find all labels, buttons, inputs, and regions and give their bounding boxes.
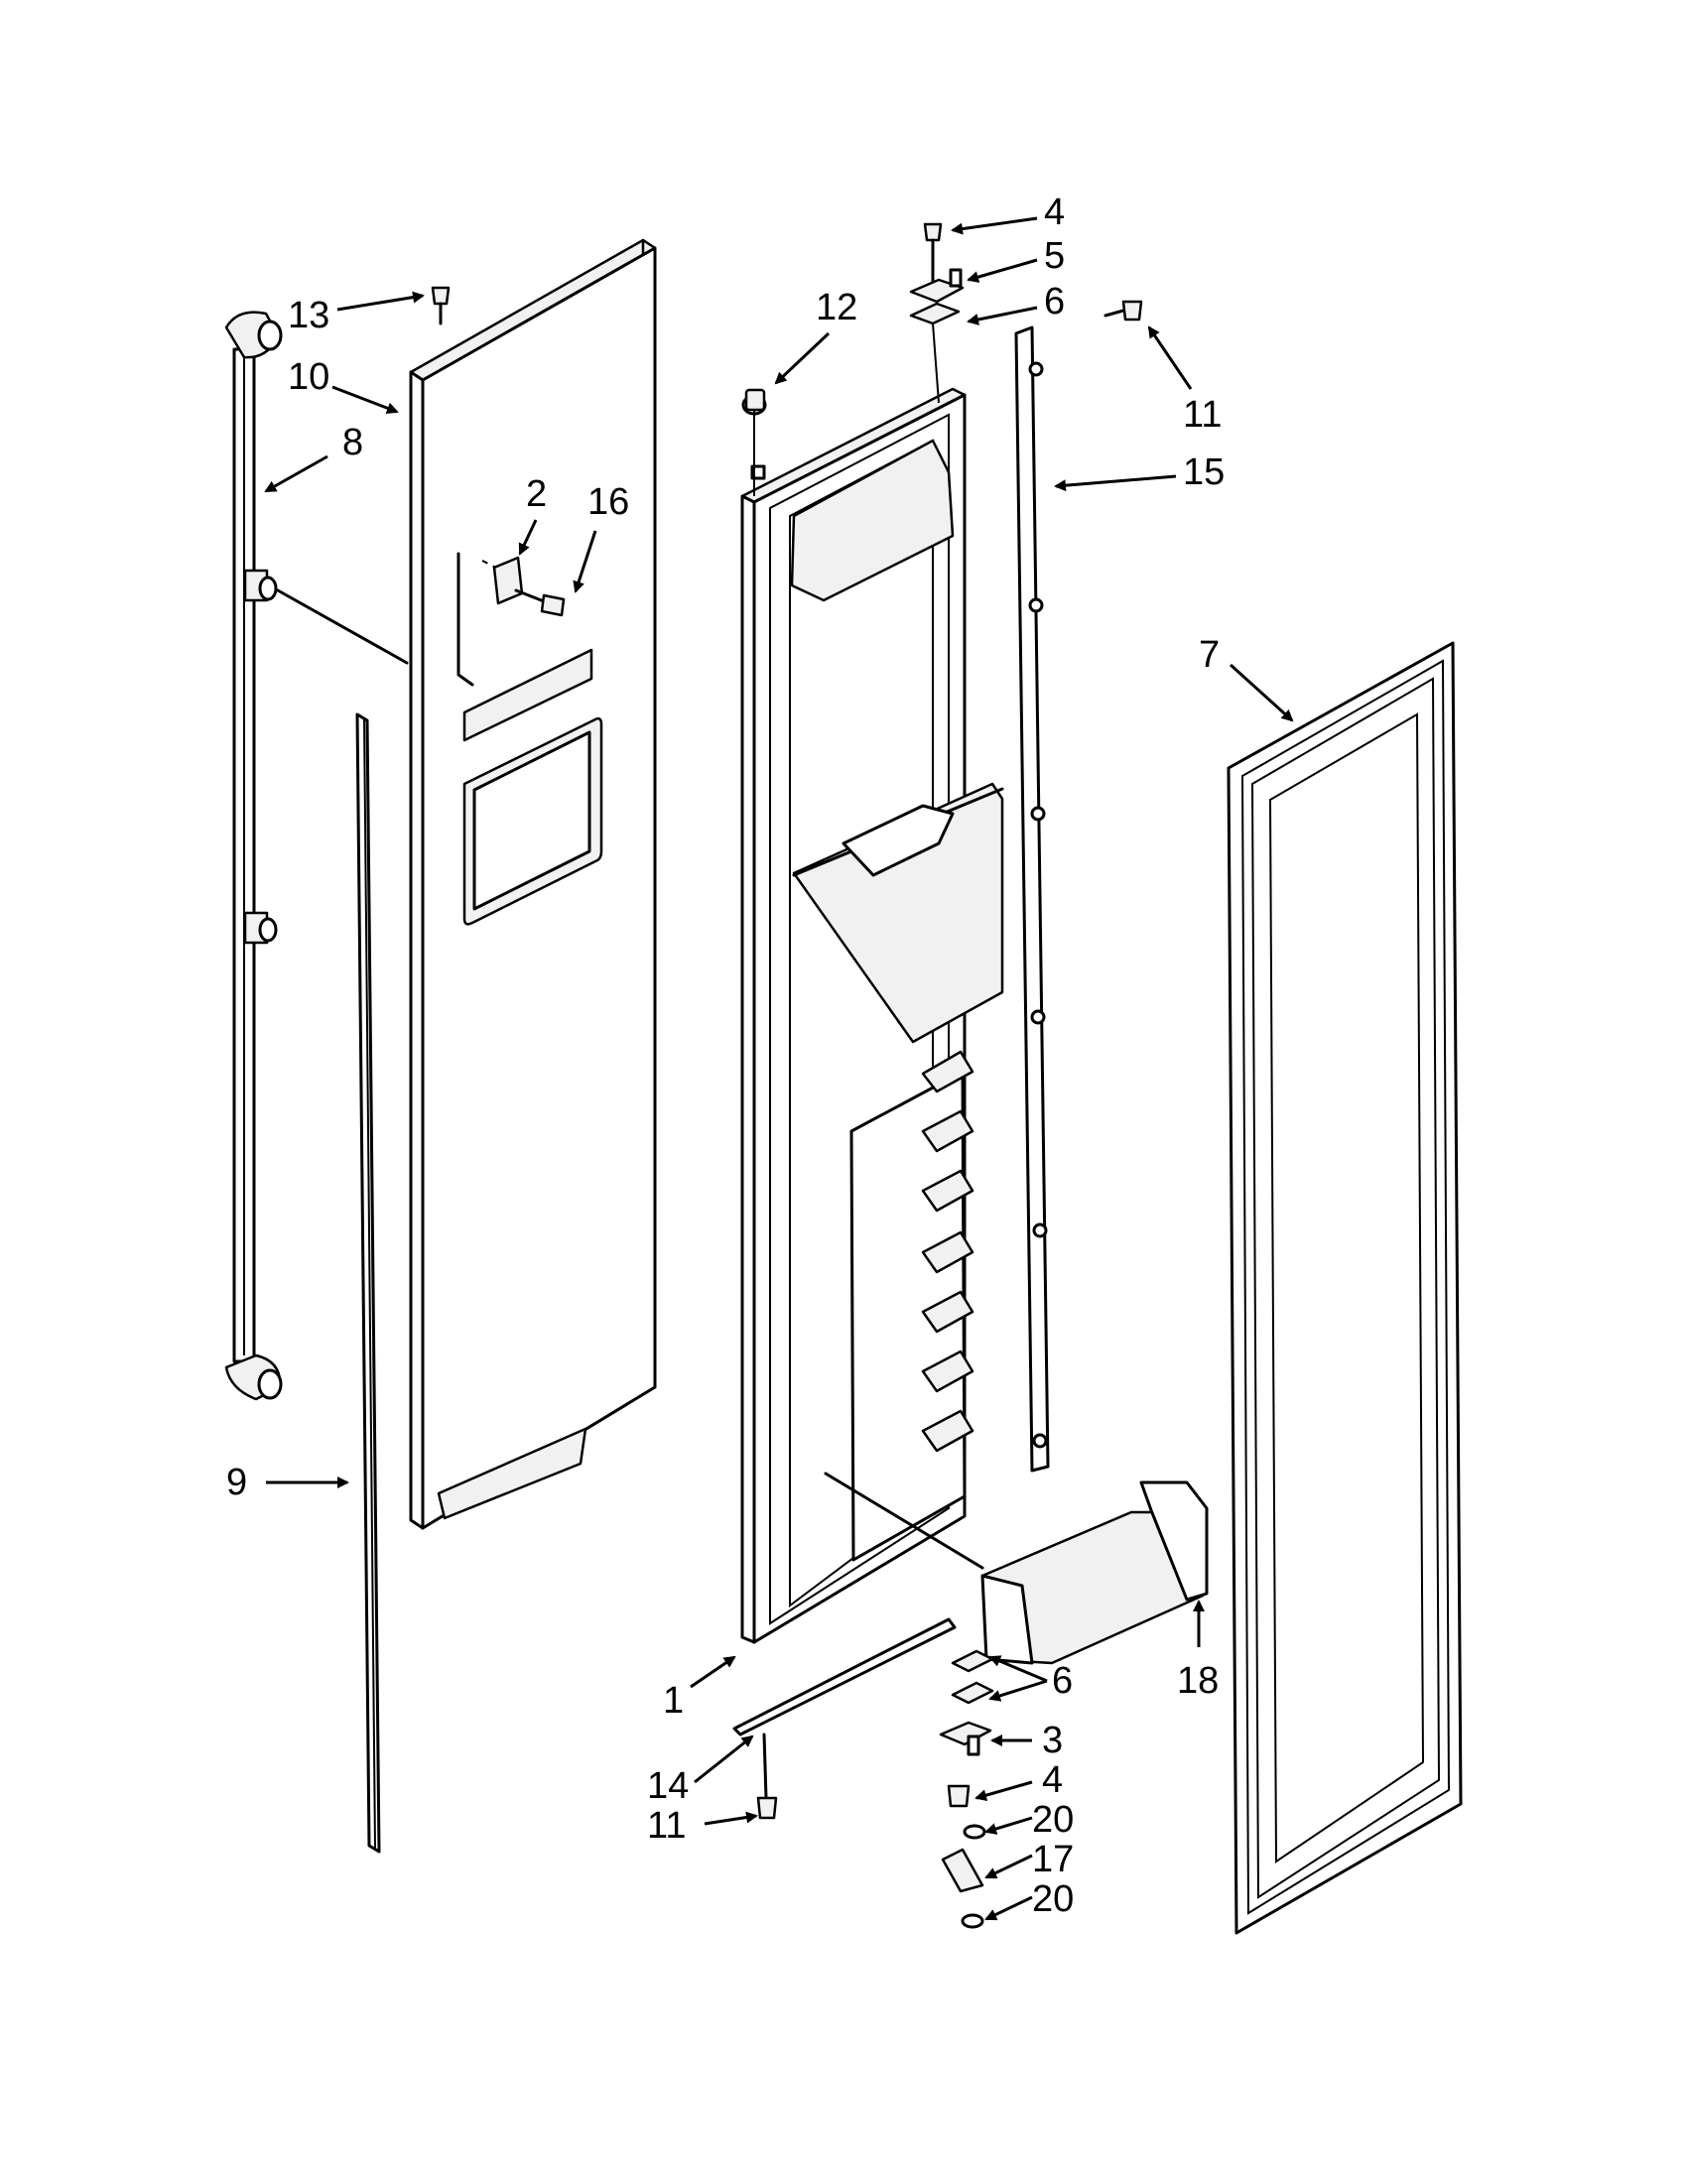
callout-11-bottom: 11 [647,1805,686,1847]
part-15-side-strip [1014,325,1050,1473]
leader-arrows [264,216,1294,1921]
callout-14: 14 [647,1765,689,1807]
part-9-strip [355,712,381,1854]
callout-12: 12 [816,287,857,328]
part-11-bottom-screw [756,1733,778,1820]
part-4-bottom-screw [947,1784,971,1808]
callout-15: 15 [1183,451,1225,493]
callout-7: 7 [1199,634,1220,676]
part-14-bottom-strip [732,1617,957,1736]
callout-20-bottom: 20 [1032,1878,1074,1920]
part-18-door-bin [824,1472,1209,1665]
callout-20-top: 20 [1032,1799,1074,1841]
callout-16: 16 [587,481,629,523]
callout-10: 10 [288,356,329,398]
part-11-top-screw [1103,300,1143,321]
callout-1: 1 [663,1680,684,1722]
part-17-bracket [941,1848,984,1893]
callout-3: 3 [1042,1720,1063,1761]
callout-4-bottom: 4 [1042,1759,1063,1801]
part-4-top-screw [923,222,943,288]
callout-6-top: 6 [1044,281,1065,322]
part-7-door-gasket [1227,641,1463,1935]
callout-2: 2 [526,473,547,515]
part-13-screw [431,286,451,325]
callout-labels: 13 10 8 2 16 12 4 5 6 11 15 7 9 18 6 1 3… [226,192,1225,1920]
part-20-washer-top [963,1824,986,1840]
part-1-door-liner [740,387,1004,1644]
part-16-screw [514,588,566,617]
callout-17: 17 [1032,1839,1074,1880]
door-shelf-ribs [921,1050,974,1453]
part-3-bottom-hinge [939,1721,992,1756]
part-6-bottom-shims [951,1649,994,1705]
callout-4-top: 4 [1044,192,1065,233]
callout-18: 18 [1177,1660,1219,1702]
callout-13: 13 [288,295,329,336]
callout-8: 8 [342,422,363,463]
callout-5: 5 [1044,235,1065,277]
part-5-top-hinge [909,268,965,304]
part-20-washer-bottom [961,1913,984,1929]
callout-11-top: 11 [1183,394,1222,436]
part-8-handle [224,311,409,1401]
callout-6-bottom: 6 [1052,1660,1073,1702]
part-6-top-shim [909,302,961,404]
part-10-door-panel [409,238,657,1530]
part-12-plug [744,388,766,496]
callout-9: 9 [226,1462,247,1503]
